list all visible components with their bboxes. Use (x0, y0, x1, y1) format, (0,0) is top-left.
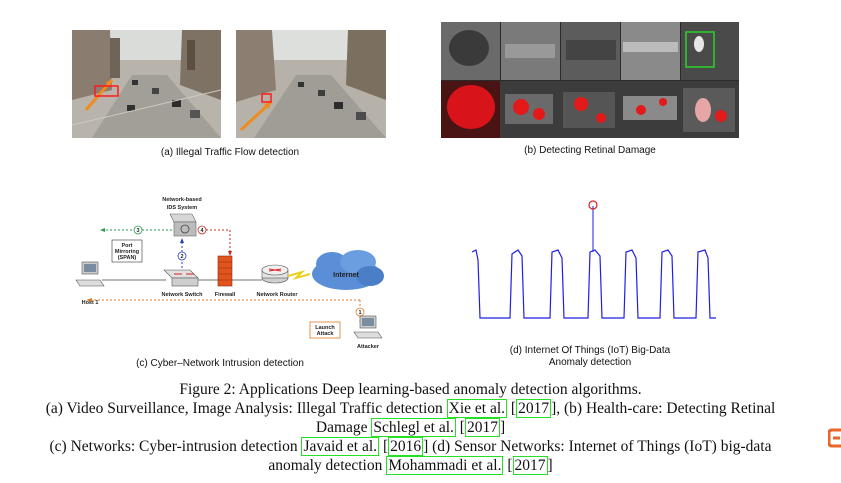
network-router-icon (261, 264, 289, 284)
panel-c-caption: (c) Cyber–Network Intrusion detection (136, 358, 304, 369)
citation-year-link-mohammadi[interactable]: 2017 (512, 456, 548, 475)
citation-link-javaid[interactable]: Javaid et al. (301, 437, 380, 456)
router-label: Network Router (257, 292, 299, 298)
network-switch-icon (163, 269, 199, 287)
ids-title-line2: IDS System (167, 205, 197, 211)
citation-link-schlegl[interactable]: Schlegl et al. (371, 418, 456, 437)
signal-series-line (471, 249, 716, 319)
internet-label: Internet (333, 272, 359, 279)
figure-caption-line4: (c) Networks: Cyber-intrusion detection … (49, 437, 772, 456)
svg-text:Launch: Launch (315, 325, 335, 331)
citation-link-xie[interactable]: Xie et al. (446, 399, 508, 418)
svg-text:Attack: Attack (317, 331, 335, 337)
panel-d-caption-line2: Anomaly detection (548, 357, 632, 368)
citation-year-link-schlegl[interactable]: 2017 (464, 418, 500, 437)
citation-year-link-xie[interactable]: 2017 (516, 399, 552, 418)
figure-caption-line3: Damage Schlegl et al. [2017] (315, 418, 506, 437)
internet-cloud-icon (312, 250, 384, 290)
svg-text:Port: Port (122, 243, 133, 249)
traffic-image-2 (236, 30, 386, 138)
step-3-label: 3 (136, 228, 139, 234)
attacker-label: Attacker (357, 344, 380, 350)
firewall-label: Firewall (215, 292, 236, 298)
switch-label: Network Switch (162, 292, 204, 298)
figure-caption-line2: (a) Video Surveillance, Image Analysis: … (45, 399, 776, 418)
citation-year-link-javaid[interactable]: 2016 (388, 437, 424, 456)
panel-d-caption-line1: (d) Internet Of Things (IoT) Big-Data (509, 345, 671, 356)
step-2-label: 2 (180, 254, 183, 260)
firewall-icon (217, 255, 233, 287)
panel-b-caption: (b) Detecting Retinal Damage (524, 145, 656, 156)
step-4-circle (197, 225, 207, 235)
figure-caption-line5: anomaly detection Mohammadi et al. [2017… (268, 456, 553, 475)
ids-server-icon (169, 213, 197, 237)
bookmark-tag-icon[interactable] (827, 428, 841, 448)
retinal-scan-image (441, 22, 739, 138)
svg-text:(SPAN): (SPAN) (118, 255, 137, 261)
step-3-circle (133, 225, 143, 235)
network-diagram: 3 4 2 1 Network-based IDS System Port Mi… (70, 192, 400, 352)
ids-title-line1: Network-based (162, 197, 201, 203)
step-4-label: 4 (200, 228, 204, 234)
iot-signal-plot (470, 196, 720, 326)
citation-link-mohammadi[interactable]: Mohammadi et al. (386, 456, 504, 475)
step-1-label: 1 (358, 310, 361, 316)
port-mirroring-box: Port Mirroring (SPAN) (111, 239, 143, 263)
panel-a-caption: (a) Illegal Traffic Flow detection (160, 147, 300, 158)
step-2-circle (177, 251, 187, 261)
attacker-computer-icon (353, 315, 383, 339)
host-computer-icon (75, 261, 105, 287)
anomaly-marker (588, 200, 598, 210)
svg-text:Mirroring: Mirroring (115, 249, 139, 255)
figure-caption-line1: Figure 2: Applications Deep learning-bas… (179, 381, 642, 398)
launch-attack-box: Launch Attack (309, 321, 341, 339)
host-label: Host 1 (82, 300, 99, 306)
traffic-image-1 (72, 30, 221, 138)
